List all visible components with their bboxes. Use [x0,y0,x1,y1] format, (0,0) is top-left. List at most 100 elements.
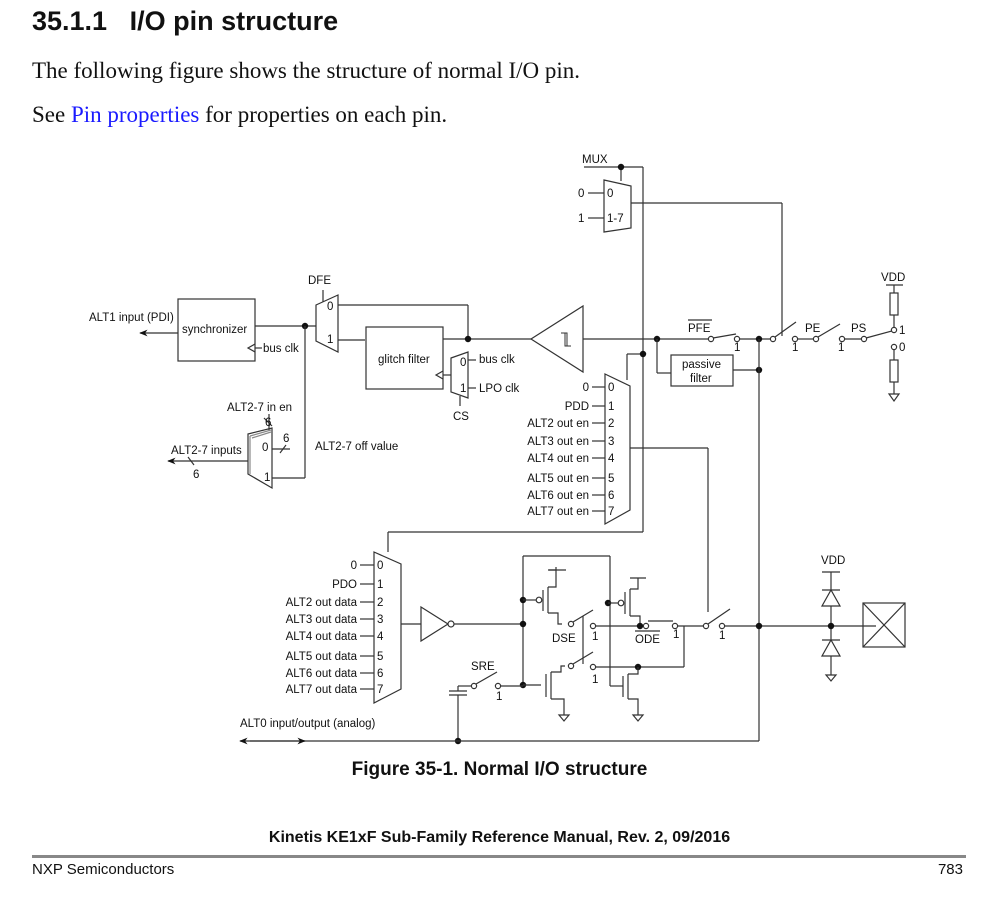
page-number: 783 [937,861,963,878]
ps-pin-0: 0 [899,342,905,354]
alt27-inputs-label: ALT2-7 inputs [171,445,242,457]
switch-label-1: 1 [496,691,502,703]
oe-mux-input-label: PDD [565,401,589,413]
switch-label-1: 1 [838,342,844,354]
sre-label: SRE [471,661,495,673]
data-mux-pin-number: 3 [377,614,383,626]
switch-contact [791,335,799,343]
switch-contact [642,622,650,630]
cs-bus-clk-label: bus clk [479,354,515,366]
bus-width-6: 6 [265,417,271,429]
ground-icon [631,714,645,722]
switch-label-1: 1 [673,629,679,641]
footer-company: NXP Semiconductors [32,861,175,878]
glitch-filter-label: glitch filter [378,354,430,366]
switch-label-1: 1 [592,631,598,643]
dfe-pin-0: 0 [327,301,333,313]
dfe-pin-1: 1 [327,334,333,346]
intro-paragraph: The following figure shows the structure… [32,58,581,83]
switch-contact [702,622,710,630]
data-mux-input-label: 0 [351,560,357,572]
inverter [420,605,450,643]
io-pad [862,602,906,648]
glitch-filter-block [365,326,444,390]
vdd-label-top: VDD [881,272,905,284]
dse-label: DSE [552,633,576,645]
data-mux-pin-number: 5 [377,651,383,663]
junction-dot [636,622,644,630]
switch-contact [838,335,846,343]
data-mux-input-label: ALT6 out data [286,668,358,680]
mux-top-input-0: 0 [578,188,584,200]
top-mux: MUX 0 0 1 1-7 [578,154,783,336]
oe-mux-input-label: ALT3 out en [527,436,589,448]
data-mux-pin-number: 1 [377,579,383,591]
cs-pin-0: 0 [460,357,466,369]
ps-pin-1: 1 [899,325,905,337]
data-mux-input-label: ALT3 out data [286,614,358,626]
switch-label-1: 1 [719,630,725,642]
pin-properties-link[interactable]: Pin properties [70,102,200,127]
alt1-input-label: ALT1 input (PDI) [89,312,174,324]
switch-contact [769,335,777,343]
section-heading: 35.1.1 I/O pin structure [32,6,338,37]
switch-contact [860,335,868,343]
cs-lpo-clk-label: LPO clk [479,383,520,395]
mux-top-pin-0: 0 [607,188,613,200]
cs-mux [450,351,469,399]
oe-mux-pin-number: 5 [608,473,614,485]
data-mux-input-label: ALT7 out data [286,684,358,696]
output-data-mux [373,551,402,704]
clock-input-icon [434,370,444,380]
alt27-off-value-label: ALT2-7 off value [315,441,398,453]
ground-icon [557,714,571,722]
switch-contact [589,622,597,630]
ps-label: PS [851,323,867,335]
data-mux-pin-number: 4 [377,631,384,643]
footer-divider [32,855,966,858]
hysteresis-icon [561,332,569,347]
data-mux-pin-number: 7 [377,684,383,696]
switch-contact [707,335,715,343]
dfe-mux [315,294,339,353]
alt0-label: ALT0 input/output (analog) [240,718,375,730]
pull-down-resistor [889,359,899,383]
mux-top-pin-1: 1-7 [607,213,624,225]
junction-dot [827,622,835,630]
alt27-in-en-label: ALT2-7 in en [227,402,292,414]
cs-pin-1: 1 [460,383,466,395]
data-mux-input-label: PDO [332,579,357,591]
figure-caption: Figure 35-1. Normal I/O structure [351,759,648,780]
oe-mux-pin-number: 4 [608,453,615,465]
see-prefix: See [32,102,71,127]
switch-contact [470,682,478,690]
synchronizer-label: synchronizer [182,324,247,336]
data-mux-pin-number: 6 [377,668,383,680]
dfe-label: DFE [308,275,331,287]
oe-mux-pin-number: 1 [608,401,614,413]
data-mux-pin-number: 2 [377,597,383,609]
switch-label-1: 1 [734,342,740,354]
oe-mux-input-label: ALT4 out en [527,453,589,465]
section-number: 35.1.1 [32,6,108,36]
mux-label: MUX [582,154,608,166]
mux-top-input-1: 1 [578,213,584,225]
oe-mux-pin-number: 6 [608,490,614,502]
see-suffix: for properties on each pin. [199,102,448,127]
switch-label-1: 1 [792,342,798,354]
oe-mux-input-label: ALT5 out en [527,473,589,485]
switch-contact [890,343,898,351]
switch-contact [494,682,502,690]
oe-mux-input-label: 0 [583,382,589,394]
data-mux-input-label: ALT4 out data [286,631,358,643]
oe-mux-pin-number: 7 [608,506,614,518]
see-also-paragraph: See Pin properties for properties on eac… [32,102,447,128]
cs-label: CS [453,411,469,423]
switch-label-1: 1 [592,674,598,686]
ground-icon [824,674,838,682]
synchronizer-block [177,298,256,362]
bus-width-6: 6 [193,469,199,481]
bus-width-6: 6 [283,433,289,445]
